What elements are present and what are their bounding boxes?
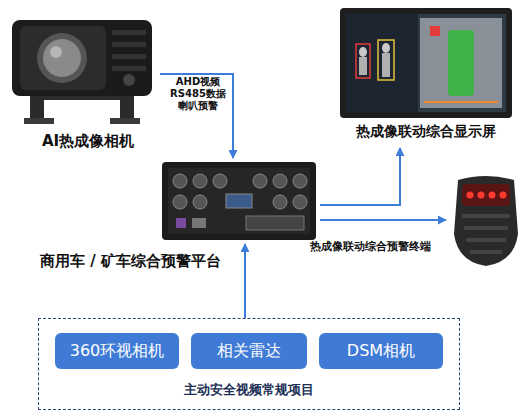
camera-lens-glint — [50, 46, 62, 58]
person-figure — [359, 47, 367, 57]
camera-fin — [112, 42, 146, 47]
node-heading: 商用车 / 矿车综合预警平台 — [40, 252, 250, 271]
connector-port — [293, 195, 307, 209]
terminal-body — [454, 176, 518, 266]
camera-screw — [123, 74, 135, 86]
platform-illustration — [162, 162, 316, 240]
camera-fin — [112, 30, 146, 35]
person-figure — [359, 57, 367, 75]
connector-port — [273, 195, 287, 209]
signal-arrow — [320, 148, 400, 205]
alert-mark — [430, 26, 440, 36]
warning-led — [467, 192, 474, 199]
terminal-block — [246, 216, 304, 230]
warning-led — [478, 192, 485, 199]
vga-port — [226, 194, 252, 208]
camera-lens — [43, 39, 81, 77]
camera-node: AI热成像相机 — [8, 12, 160, 128]
signal-arrow — [320, 219, 446, 221]
platform-panel — [168, 168, 310, 234]
signal-arrow — [244, 244, 246, 318]
overhead-view — [420, 18, 502, 108]
warning-led — [500, 192, 507, 199]
device-box: DSM相机 — [319, 333, 443, 369]
monitor-frame — [340, 8, 512, 118]
display-illustration — [340, 8, 512, 118]
connector-port — [273, 174, 287, 188]
node-heading: 热成像联动综合显示屏 — [336, 123, 516, 141]
connector-port — [173, 174, 187, 188]
device-box: 相关雷达 — [191, 333, 307, 369]
person-figure — [382, 43, 390, 53]
group-box: 主动安全视频常规项目 360环视相机相关雷达 DSM相机 — [38, 318, 460, 410]
camera-fin — [112, 66, 146, 71]
node-heading: AI热成像相机 — [8, 132, 168, 151]
speaker-grille — [462, 216, 510, 252]
camera-body — [12, 20, 152, 96]
connector-port — [193, 174, 207, 188]
camera-lens-ring — [37, 33, 87, 83]
warning-led — [489, 192, 496, 199]
camera-fin — [112, 54, 146, 59]
connector-port — [213, 174, 227, 188]
vehicle-topview — [448, 30, 474, 96]
terminal-light-bar — [462, 184, 510, 206]
detect-box — [356, 44, 370, 78]
camera-bracket — [30, 92, 134, 120]
device-label: DSM相机 — [319, 341, 443, 362]
camera-foot — [24, 118, 54, 124]
monitor-screen — [346, 14, 506, 112]
connector-port — [253, 174, 267, 188]
connector-port — [173, 195, 187, 209]
usb-port — [192, 218, 206, 228]
camera-foot — [110, 118, 140, 124]
thermal-view — [346, 14, 418, 112]
detect-box — [378, 40, 394, 80]
person-figure — [382, 53, 390, 77]
thermal-camera-illustration — [12, 20, 152, 124]
device-label: 相关雷达 — [191, 341, 307, 362]
edge-label: AHD视频 RS485数据 喇叭预警 — [166, 76, 230, 112]
connector-port — [293, 174, 307, 188]
distance-line — [424, 101, 498, 103]
display-node: 热成像联动综合显示屏 — [336, 4, 516, 148]
connector-port — [193, 195, 207, 209]
device-box: 360环视相机 — [55, 333, 179, 369]
signal-arrow — [160, 74, 233, 158]
platform-body — [162, 162, 316, 240]
node-heading: 热成像联动综合预警终端 — [310, 239, 442, 254]
device-label: 360环视相机 — [55, 341, 179, 362]
warning-terminal-illustration — [454, 176, 518, 266]
camera-face — [20, 26, 106, 90]
platform-node: 商用车 / 矿车综合预警平台 — [158, 158, 320, 244]
terminal-node: 热成像联动综合预警终端 — [446, 172, 524, 270]
usb-port — [176, 218, 186, 228]
node-heading: 主动安全视频常规项目 — [39, 381, 459, 399]
